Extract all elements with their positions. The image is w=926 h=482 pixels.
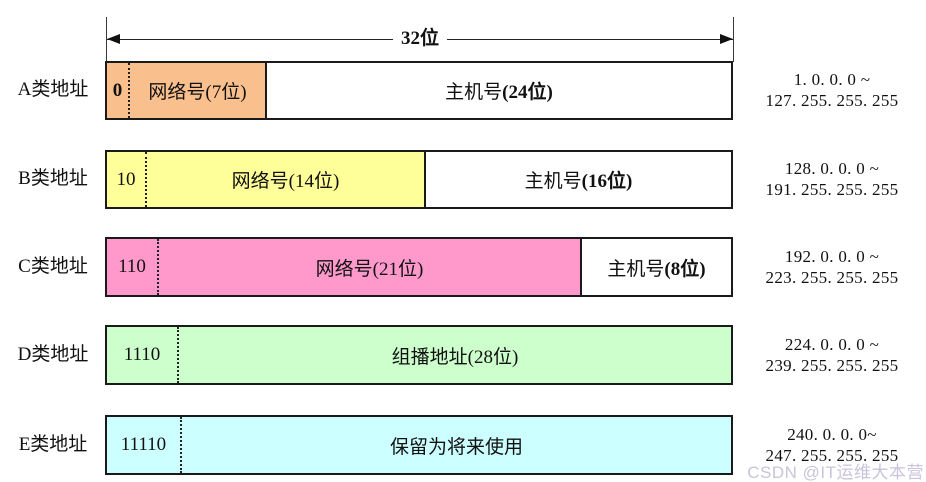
row-label-class-b: B类地址 — [18, 168, 88, 189]
class-e-range-start: 240. 0. 0. 0~ — [787, 425, 877, 444]
class-b-range-end: 191. 255. 255. 255 — [765, 180, 899, 199]
class-a-range-end: 127. 255. 255. 255 — [765, 91, 899, 110]
class-c-host-segment: 主机号(8位) — [580, 239, 731, 295]
class-e-prefix-bits: 11110 — [107, 417, 182, 473]
class-e-range: 240. 0. 0. 0~ 247. 255. 255. 255 — [738, 424, 926, 466]
class-c-network-label: 网络号(21位) — [315, 258, 424, 280]
class-c-range-start: 192. 0. 0. 0 ~ — [784, 247, 880, 266]
class-c-box: 110 网络号(21位) 主机号(8位) — [105, 237, 733, 297]
class-b-host-label: 主机号 — [524, 171, 582, 192]
class-c-range: 192. 0. 0. 0 ~ 223. 255. 255. 255 — [738, 246, 926, 288]
class-b-network-label: 网络号(14位) — [231, 171, 340, 192]
class-b-range-start: 128. 0. 0. 0 ~ — [784, 159, 880, 178]
class-a-network-label: 网络号(7位) — [148, 82, 247, 103]
csdn-watermark: CSDN @IT运维大本营 — [747, 463, 924, 482]
class-a-range: 1. 0. 0. 0 ~ 127. 255. 255. 255 — [738, 69, 926, 111]
class-a-network-segment: 0 网络号(7位) — [107, 63, 265, 118]
class-d-multicast-label: 组播地址(28位) — [391, 346, 519, 368]
row-label-class-d: D类地址 — [17, 344, 89, 365]
measure-tick-right — [733, 17, 734, 62]
class-a-host-segment: 主机号(24位) — [265, 63, 731, 118]
class-b-range: 128. 0. 0. 0 ~ 191. 255. 255. 255 — [738, 158, 926, 200]
class-a-host-bits: (24位) — [502, 82, 553, 103]
class-d-range: 224. 0. 0. 0 ~ 239. 255. 255. 255 — [738, 334, 926, 376]
class-b-host-segment: 主机号(16位) — [424, 152, 731, 207]
class-d-range-end: 239. 255. 255. 255 — [765, 356, 899, 375]
arrow-head-left-icon — [107, 34, 120, 44]
class-e-reserved-label: 保留为将来使用 — [389, 436, 523, 458]
class-e-reserved-segment: 11110 保留为将来使用 — [107, 417, 731, 473]
class-b-network-segment: 10 网络号(14位) — [107, 152, 424, 207]
row-label-class-c: C类地址 — [18, 256, 88, 277]
class-a-box: 0 网络号(7位) 主机号(24位) — [105, 61, 733, 120]
arrow-head-right-icon — [720, 34, 733, 44]
bit-width-label: 32位 — [393, 27, 447, 50]
class-a-host-label: 主机号 — [445, 82, 503, 103]
class-a-prefix-bits: 0 — [107, 63, 130, 118]
class-c-range-end: 223. 255. 255. 255 — [765, 268, 899, 287]
class-b-host-bits: (16位) — [581, 171, 633, 192]
class-c-prefix-bits: 110 — [107, 239, 159, 295]
row-label-class-a: A类地址 — [17, 79, 89, 100]
class-d-multicast-segment: 1110 组播地址(28位) — [107, 327, 731, 383]
class-d-box: 1110 组播地址(28位) — [105, 325, 733, 385]
class-a-range-start: 1. 0. 0. 0 ~ — [793, 70, 871, 89]
class-b-box: 10 网络号(14位) 主机号(16位) — [105, 150, 733, 209]
class-b-prefix-bits: 10 — [107, 152, 147, 207]
class-e-range-end: 247. 255. 255. 255 — [765, 446, 899, 465]
class-c-host-label: 主机号 — [607, 258, 665, 280]
row-label-class-e: E类地址 — [18, 434, 88, 455]
class-d-range-start: 224. 0. 0. 0 ~ — [784, 335, 880, 354]
measure-tick-left — [106, 17, 107, 62]
class-e-box: 11110 保留为将来使用 — [105, 415, 733, 475]
class-c-network-segment: 110 网络号(21位) — [107, 239, 580, 295]
class-c-host-bits: (8位) — [664, 258, 706, 280]
class-d-prefix-bits: 1110 — [107, 327, 179, 383]
